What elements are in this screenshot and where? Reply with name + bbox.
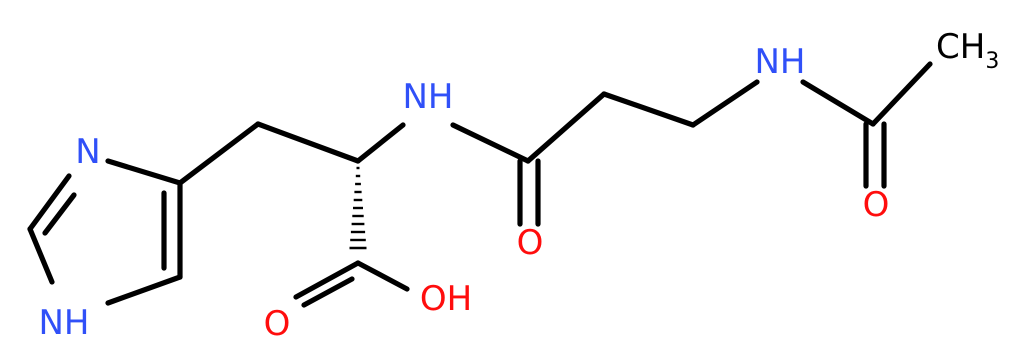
atom-ring-nh: NH bbox=[39, 303, 90, 343]
bond-cooh-c-o bbox=[293, 260, 361, 300]
bond-cb-ca bbox=[255, 121, 361, 164]
atom-amide-o-1: O bbox=[517, 223, 544, 263]
atom-methyl-main: CH bbox=[936, 27, 985, 67]
bond-n3-c2 bbox=[27, 173, 72, 232]
bond-nh-acetyl-c bbox=[800, 79, 876, 127]
bonds bbox=[27, 61, 933, 308]
atom-labels: N NH NH NH O OH O O CH3 bbox=[39, 27, 1000, 344]
atom-amide-nh-2: NH bbox=[755, 42, 806, 82]
atom-methyl-subscript: 3 bbox=[985, 49, 999, 74]
atom-amide-nh-1: NH bbox=[403, 77, 454, 117]
atom-ring-n3: N bbox=[75, 132, 100, 172]
bond-ch2-ch2 bbox=[601, 91, 696, 128]
bond-ch2-nh bbox=[690, 79, 760, 128]
atom-carboxyl-o: O bbox=[264, 304, 291, 344]
bond-nh-c-amide bbox=[450, 122, 531, 164]
atom-carboxyl-oh: OH bbox=[420, 279, 472, 319]
bond-n3-c2-inner bbox=[42, 192, 77, 236]
stereo-hash-bond bbox=[349, 166, 367, 250]
bond-cooh-c-oh bbox=[355, 260, 410, 292]
bond-acetyl-c-ch3 bbox=[870, 61, 933, 127]
atom-methyl: CH3 bbox=[936, 27, 999, 74]
atom-amide-o-2: O bbox=[863, 185, 890, 225]
bond-n1-c5 bbox=[105, 274, 183, 306]
bond-ca-nh bbox=[355, 122, 406, 164]
bond-cooh-c-o-inner bbox=[301, 276, 355, 308]
bond-c4-n3 bbox=[105, 158, 183, 186]
bond-amide-c-ch2 bbox=[525, 91, 607, 164]
bond-c4-cb bbox=[177, 121, 261, 186]
bond-c2-n1 bbox=[27, 226, 55, 285]
